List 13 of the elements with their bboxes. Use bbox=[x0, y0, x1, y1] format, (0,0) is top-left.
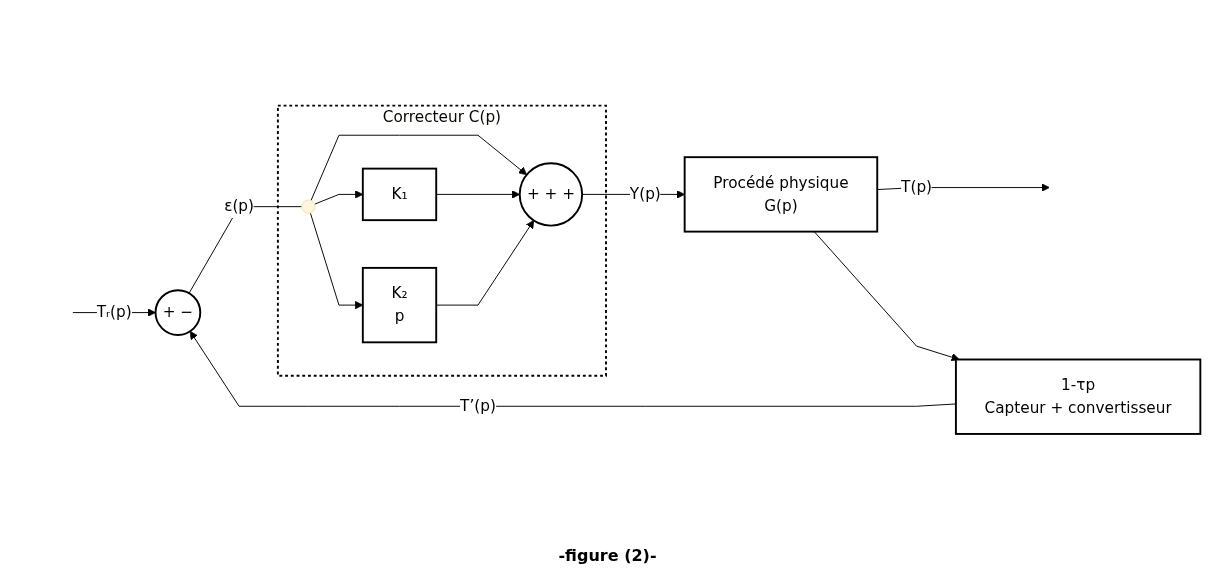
node-box: Procédé physique G(p) bbox=[683, 156, 878, 233]
edge-label: ε(p) bbox=[223, 197, 254, 216]
node-box: K₁ bbox=[361, 167, 437, 222]
edge-label: Y(p) bbox=[629, 185, 661, 204]
node-circle: + − bbox=[154, 289, 201, 337]
node-circle: + + + bbox=[518, 162, 583, 227]
edge-label: T(p) bbox=[900, 178, 932, 197]
node-box: 1-τp Capteur + convertisseur bbox=[954, 358, 1201, 436]
node-circle bbox=[300, 199, 316, 214]
node-box: K₂ p bbox=[361, 267, 437, 344]
edge-label: T’(p) bbox=[459, 396, 496, 416]
figure-caption: -figure (2)- bbox=[558, 546, 657, 565]
edge-label: Tᵣ(p) bbox=[96, 303, 132, 322]
